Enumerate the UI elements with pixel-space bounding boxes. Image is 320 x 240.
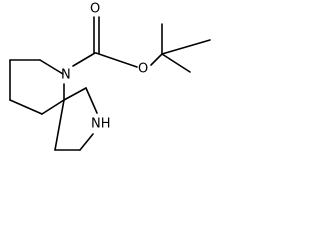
bond-n-carbonyl: [72, 52, 96, 67]
bond-c4-c3: [9, 99, 43, 115]
atom-o-ester: O: [138, 62, 148, 77]
bond-carbonyl-oester: [95, 52, 138, 68]
bond-oester-quat: [150, 53, 163, 66]
bond-c4p-spiro: [54, 99, 65, 151]
boc-group: [72, 16, 211, 73]
atom-n-piperidine: N: [61, 68, 71, 83]
atom-o-carbonyl: O: [90, 2, 100, 17]
bond-quat-methyl-right: [161, 39, 211, 55]
bond-c3-spiro: [41, 99, 65, 115]
bond-spiro-c1: [63, 87, 87, 101]
atom-nh-pyrrolidine: NH: [91, 117, 111, 132]
piperidine-ring: [9, 59, 65, 115]
chemical-structure: N O O NH: [9, 2, 211, 151]
bond-nh-c3p: [79, 133, 94, 151]
pyrrolidine-ring: [54, 87, 98, 151]
bond-n-c6: [39, 59, 64, 75]
bond-c1-nh: [85, 87, 98, 114]
bond-quat-methyl-down: [161, 53, 191, 73]
